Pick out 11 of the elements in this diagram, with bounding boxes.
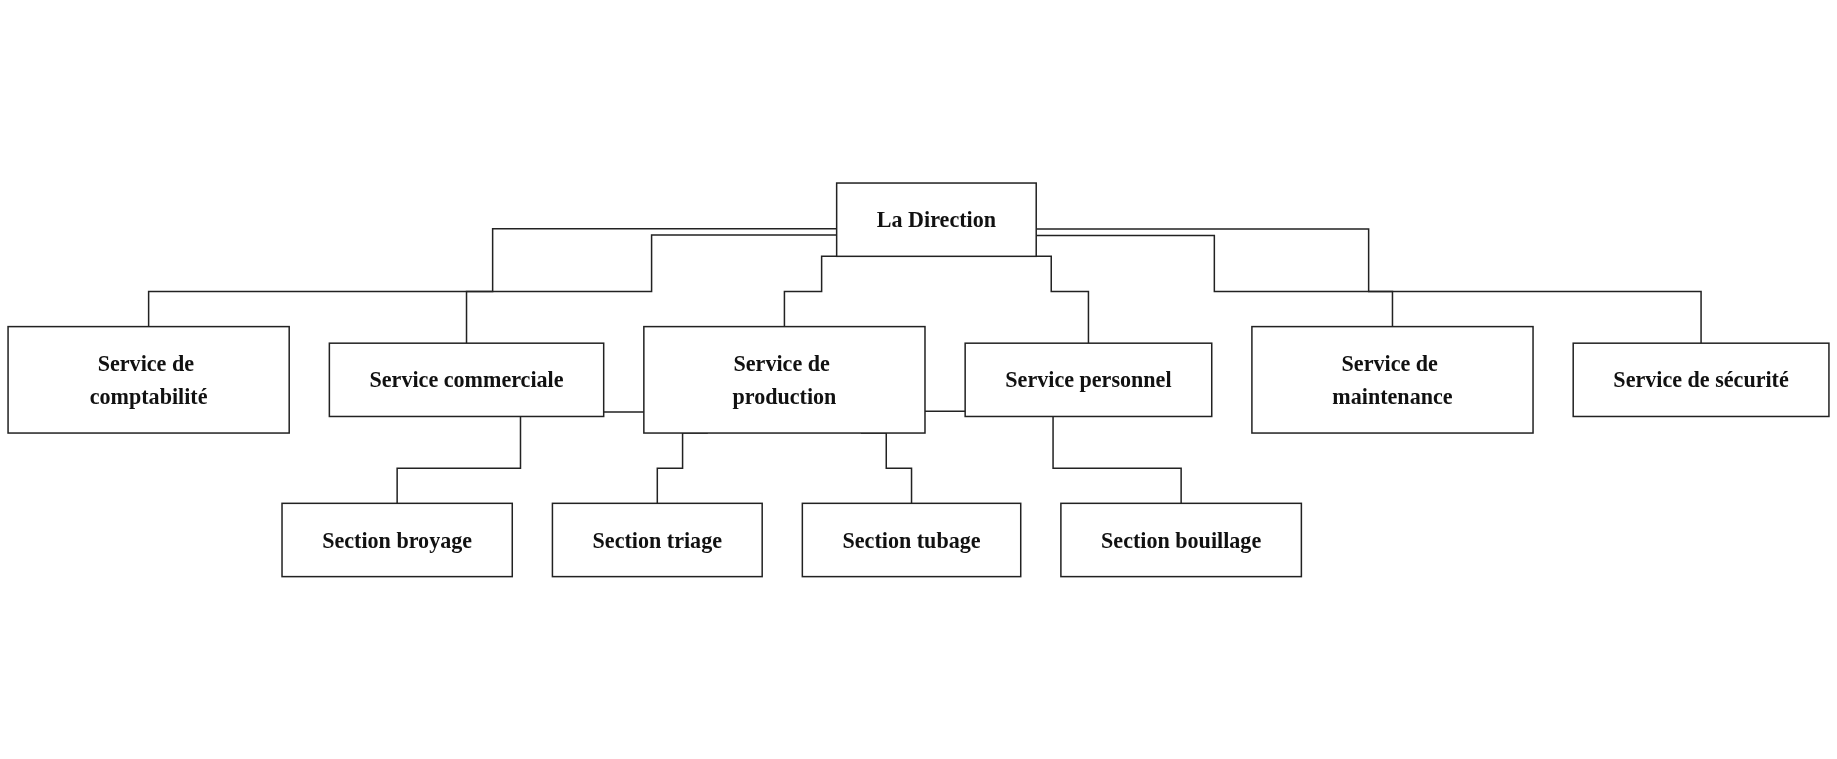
node-box: Service de production [643, 325, 926, 434]
node-box: Section triage [551, 502, 763, 578]
node-box: Service de maintenance [1251, 325, 1534, 434]
node-box: Service de sécurité [1572, 342, 1830, 417]
node-box: Section broyage [281, 502, 513, 578]
node-box: Section bouillage [1060, 502, 1303, 578]
node-box: Service commerciale [328, 342, 605, 417]
node-box: Service de comptabilité [7, 325, 290, 434]
node-box: Section tubage [801, 502, 1022, 578]
node-box: La Direction [835, 181, 1037, 257]
node-box: Service personnel [964, 342, 1213, 417]
